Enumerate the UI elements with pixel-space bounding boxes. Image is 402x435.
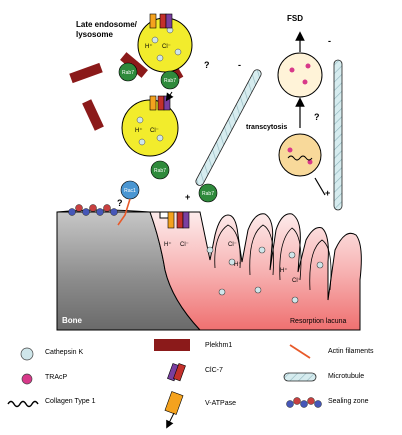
cathepsin-k-particle xyxy=(316,261,324,269)
svg-text:Cl⁻: Cl⁻ xyxy=(228,242,237,248)
svg-text:H⁺: H⁺ xyxy=(280,267,288,274)
legend-collagen-swatch xyxy=(7,400,39,408)
svg-text:Rab7: Rab7 xyxy=(202,191,214,197)
bone-label: Bone xyxy=(62,316,82,325)
transport-arrow xyxy=(165,91,174,102)
ruffled-border-finger xyxy=(309,239,332,291)
svg-text:Rab7: Rab7 xyxy=(122,70,134,76)
legend-vatpase-label: V-ATPase xyxy=(205,400,236,407)
legend-microtubule-swatch xyxy=(283,372,317,382)
vesicle-ion-h: H⁺ xyxy=(145,43,153,50)
svg-text:Rab7: Rab7 xyxy=(164,78,176,84)
legend-sealing-zone-label: Sealing zone xyxy=(328,398,369,405)
cathepsin-k-particle xyxy=(206,246,214,254)
late-endosome-label: Late endosome/ lysosome xyxy=(76,20,137,39)
vesicle-ion-cl: Cl⁻ xyxy=(150,128,159,134)
rab7-protein xyxy=(198,183,218,203)
microtubule-minus-end: - xyxy=(328,36,331,46)
vesicle-ion-cl: Cl⁻ xyxy=(162,44,171,50)
question-mark: ? xyxy=(314,112,320,122)
microtubule-plus-end: + xyxy=(185,192,191,202)
cathepsin-k-particle xyxy=(291,296,299,304)
svg-text:Rac1: Rac1 xyxy=(124,188,136,194)
bone-and-lacuna xyxy=(56,209,362,331)
microtubule-center xyxy=(195,69,262,186)
ruffled-border-finger xyxy=(214,224,241,269)
legend-microtubule-label: Microtubule xyxy=(328,373,365,380)
legend-actin-swatch xyxy=(289,344,311,359)
microtubule-plus-end: + xyxy=(325,188,331,198)
resorption-lacuna-label: Resorption lacuna xyxy=(290,318,347,325)
transcytosis-vesicles xyxy=(277,31,326,196)
microtubule-right xyxy=(333,59,343,211)
svg-text:H⁺: H⁺ xyxy=(234,261,242,268)
legend-cathepsin-swatch xyxy=(20,347,34,361)
cathepsin-k-particle xyxy=(288,251,296,259)
lower-vesicle: H⁺ Cl⁻ Rab7 Rac1 xyxy=(117,95,179,226)
legend-cathepsin-label: Cathepsin K xyxy=(45,349,84,356)
vesicle-ion-h: H⁺ xyxy=(135,127,143,134)
cathepsin-k-particle xyxy=(228,258,236,266)
membrane-pumps: H⁺ Cl⁻ Rab7 xyxy=(164,183,218,248)
legend-sealing-zone-swatch xyxy=(286,397,322,408)
cathepsin-k-particle xyxy=(254,286,262,294)
ruffled-border-finger xyxy=(279,227,302,281)
rab7-protein xyxy=(160,70,180,90)
resorption-lacuna-region xyxy=(149,211,362,331)
fsd-label: FSD xyxy=(287,14,303,23)
sealing-zone xyxy=(68,204,118,216)
pump-ion-h: H⁺ xyxy=(164,241,172,248)
legend-clc7-swatch xyxy=(167,363,186,382)
cathepsin-k-particle xyxy=(258,246,266,254)
legend-plekhm1-swatch xyxy=(154,339,190,351)
svg-text:Rab7: Rab7 xyxy=(154,168,166,174)
actin-filament xyxy=(117,198,131,226)
rab7-protein xyxy=(150,160,170,180)
lacuna-ions: Cl⁻ H⁺ H⁺ Cl⁻ xyxy=(228,242,301,284)
svg-text:Cl⁻: Cl⁻ xyxy=(292,278,301,284)
legend-collagen-label: Collagen Type 1 xyxy=(45,398,96,405)
legend-clc7-label: ClC-7 xyxy=(205,367,223,374)
legend-actin-label: Actin filaments xyxy=(328,348,374,355)
legend-vatpase-swatch xyxy=(164,391,184,429)
legend-tracp-swatch xyxy=(21,373,33,385)
collagen-fragment xyxy=(287,155,313,161)
legend-plekhm1-label: Plekhm1 xyxy=(205,342,233,349)
transcytosis-label: transcytosis xyxy=(246,124,288,131)
cathepsin-k-particle xyxy=(218,288,226,296)
rab7-protein xyxy=(118,62,138,82)
ruffled-border-finger xyxy=(249,224,274,276)
fsd-vesicle xyxy=(277,52,323,98)
degradation-vesicle xyxy=(278,133,322,177)
pump-ion-cl: Cl⁻ xyxy=(180,242,189,248)
legend-tracp-label: TRAcP xyxy=(45,374,68,381)
late-endosome-vesicle: H⁺ Cl⁻ Rab7 Rab7 xyxy=(118,13,193,90)
legend-graphics xyxy=(7,339,322,429)
question-mark: ? xyxy=(204,60,210,70)
microtubule-minus-end: - xyxy=(238,60,241,70)
question-mark: ? xyxy=(117,198,123,208)
